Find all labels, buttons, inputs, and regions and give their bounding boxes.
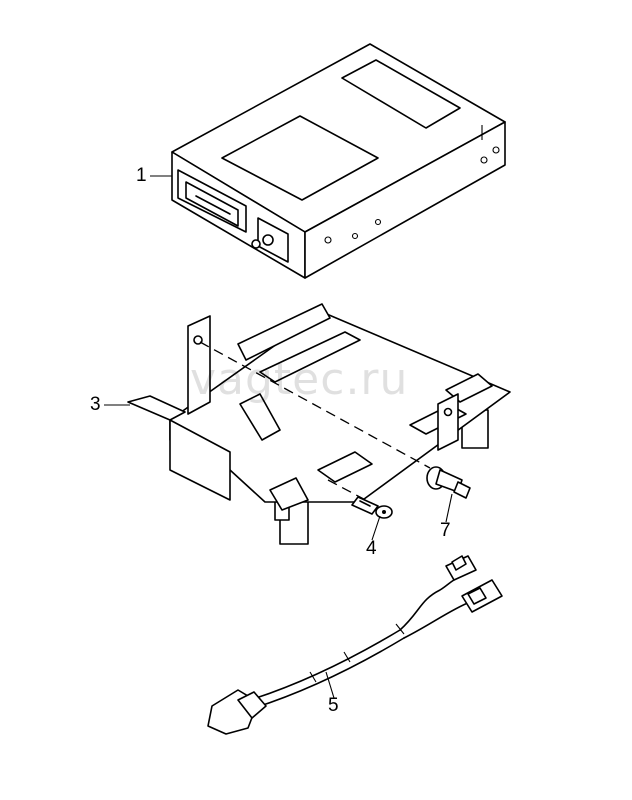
leader-line-5 [325,671,335,699]
fastener-part-7 [426,466,471,499]
callout-part-4: 4 [366,538,377,559]
callout-part-1: 1 [136,165,147,186]
callout-part-7: 7 [440,520,451,541]
callout-part-3: 3 [90,394,101,415]
leader-line-7 [445,493,453,523]
mounting-bracket-part-3 [127,303,511,545]
control-unit-part-1 [171,43,506,279]
wiring-harness-part-5 [207,555,503,735]
leader-line-4 [371,515,381,541]
screw-part-4 [351,496,393,519]
watermark-text: vagtec.ru [190,354,409,405]
callout-part-5: 5 [328,695,339,716]
